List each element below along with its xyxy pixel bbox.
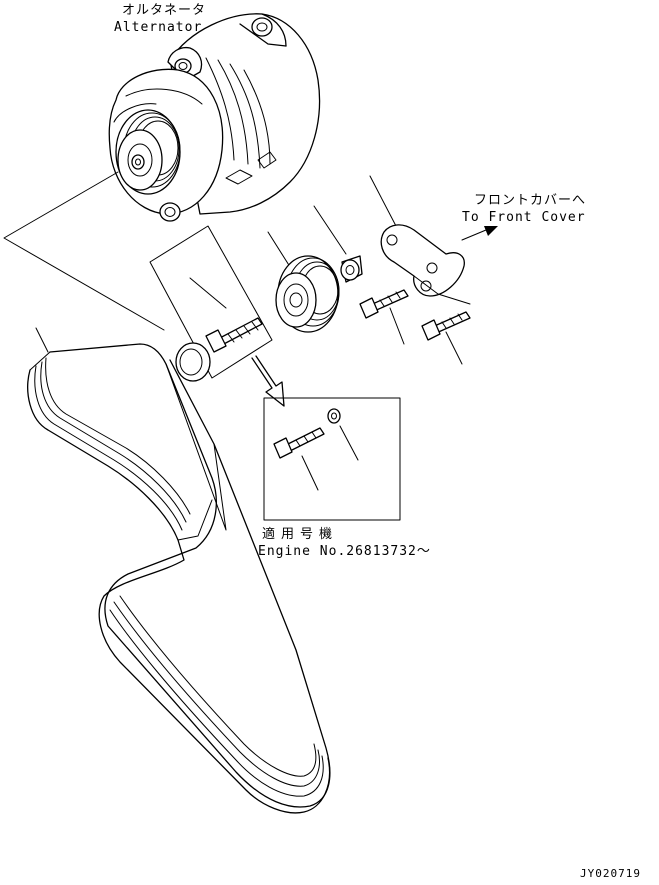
bracket-bolt-1 (359, 289, 409, 345)
belt-leader-line (3, 171, 165, 331)
washer (175, 342, 211, 382)
engine-number-label: Engine No.26813732～ (258, 544, 431, 559)
bracket (369, 175, 471, 305)
belt-leader-line-upper (35, 327, 49, 353)
front-cover-label-jp: フロントカバーへ (474, 193, 587, 208)
replacement-bolt (273, 427, 325, 491)
bolt-leader-line (189, 277, 227, 309)
front-cover-arrow (461, 226, 498, 241)
alternator-label-en: Alternator (114, 20, 203, 35)
bracket-bolt-2 (421, 311, 471, 365)
replacement-washer (327, 408, 359, 461)
spacer (313, 205, 363, 283)
detail-arrow (251, 355, 285, 407)
alternator (108, 13, 321, 222)
drive-belt (27, 343, 331, 814)
detail-box (263, 397, 401, 521)
idler-pulley (267, 231, 340, 333)
applicable-label-jp: 適用号機 (262, 527, 339, 542)
front-cover-label-en: To Front Cover (462, 210, 586, 225)
drawing-code: JY020719 (580, 867, 641, 880)
bolt-callout-frame (149, 225, 273, 379)
tensioner-bolt (205, 317, 263, 353)
alternator-label-jp: オルタネータ (122, 3, 207, 18)
